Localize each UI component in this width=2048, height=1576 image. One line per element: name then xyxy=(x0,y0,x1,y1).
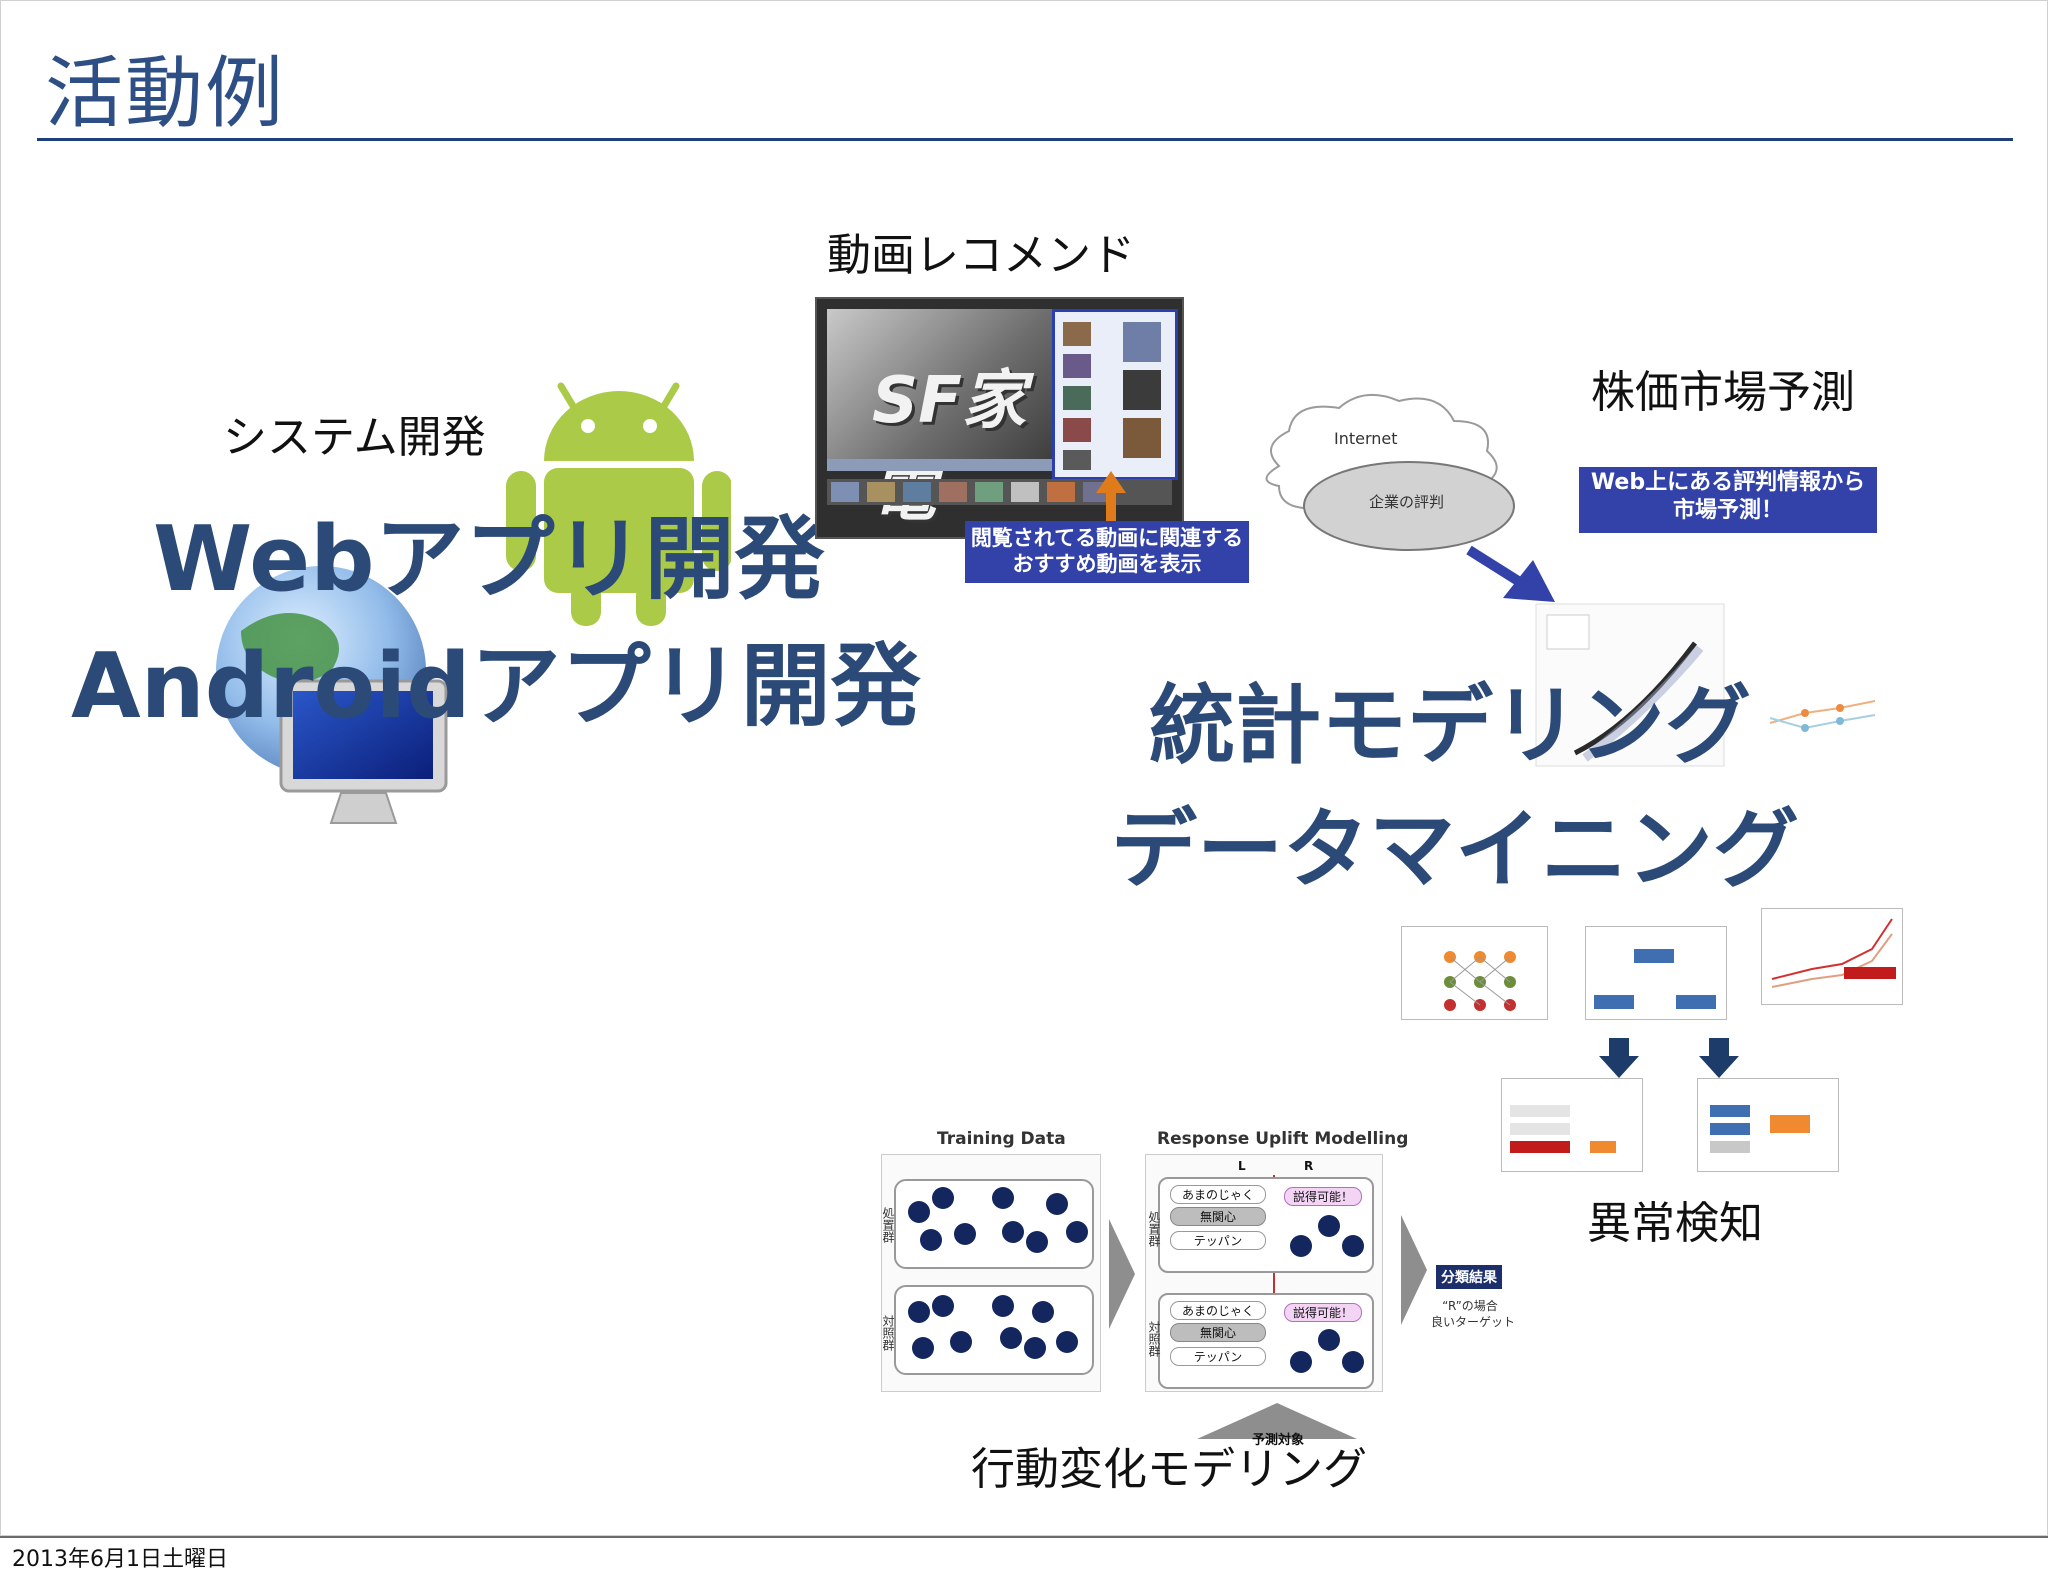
chip-amanojaku-control: あまのじゃく xyxy=(1170,1301,1266,1320)
column-l-label: L xyxy=(1238,1159,1246,1173)
slide: 活動例 xyxy=(0,0,2048,1536)
uplift-caption: 行動変化モデリング xyxy=(971,1444,1367,1495)
blue-arrow xyxy=(1466,546,1555,602)
orange-up-arrow xyxy=(1096,471,1126,533)
arrow-to-target xyxy=(1197,1403,1357,1439)
slide-title: 活動例 xyxy=(45,49,286,139)
control-group-box xyxy=(894,1285,1094,1375)
video-logo: SF家電 xyxy=(872,364,1026,530)
result-label: 分類結果 xyxy=(1436,1265,1502,1289)
chip-settoku: 説得可能！ xyxy=(1284,1187,1362,1206)
training-data-title: Training Data xyxy=(937,1129,1066,1149)
video-player: SF家電 xyxy=(827,309,1057,530)
training-treatment-label: 処置群 xyxy=(881,1207,895,1243)
anomaly-network-box xyxy=(1401,926,1548,1020)
response-treatment-box: あまのじゃく 無関心 テッパン 説得可能！ xyxy=(1158,1177,1374,1273)
stock-callout-line1: Web上にある評判情報から xyxy=(1590,470,1866,495)
cloud-label: Internet xyxy=(1334,429,1398,448)
training-data-panel: 処置群 対照群 xyxy=(881,1154,1101,1392)
anomaly-diagram xyxy=(1399,906,1909,1176)
treatment-group-box xyxy=(894,1179,1094,1269)
footer-divider xyxy=(0,1536,2048,1538)
reputation-label: 企業の評判 xyxy=(1369,493,1445,511)
video-screenshot: SF家電 xyxy=(815,297,1184,539)
chip-teppan: テッパン xyxy=(1170,1231,1266,1250)
statistical-modeling-heading: 統計モデリング xyxy=(1149,676,1751,776)
recommend-callout-line2: おすすめ動画を表示 xyxy=(1012,551,1202,577)
uplift-diagram: Training Data Response Uplift Modelling … xyxy=(881,1129,1521,1459)
response-control-box: あまのじゃく 無関心 テッパン 説得可能！ xyxy=(1158,1293,1374,1389)
globe-monitor-illustration xyxy=(216,566,448,824)
anomaly-cm-box xyxy=(1697,1078,1839,1172)
slide-date-footer: 2013年6月1日土曜日 xyxy=(12,1547,228,1572)
arrow-to-result xyxy=(1401,1215,1427,1325)
android-robot-icon xyxy=(506,382,731,626)
chip-mukanshin-control: 無関心 xyxy=(1170,1323,1266,1342)
result-note2: 良いターゲット xyxy=(1431,1315,1516,1329)
anomaly-graph-box xyxy=(1761,908,1903,1005)
system-caption: システム開発 xyxy=(223,412,486,463)
recommend-list xyxy=(1052,309,1178,480)
trend-chart-thumbnail xyxy=(1535,603,1876,767)
stock-callout-line2: 市場予測！ xyxy=(1672,497,1783,523)
result-note1: “R”の場合 xyxy=(1442,1299,1498,1313)
recommend-caption: 動画レコメンド xyxy=(827,230,1135,281)
response-panel: L R あまのじゃく 無関心 テッパン 説得可能！ あまのじゃく 無関心 テッパ… xyxy=(1145,1154,1383,1392)
stock-callout: Web上にある評判情報から 市場予測！ xyxy=(1579,467,1877,533)
column-r-label: R xyxy=(1304,1159,1314,1173)
video-controls xyxy=(827,459,1057,471)
chip-settoku-control: 説得可能！ xyxy=(1284,1303,1362,1322)
data-mining-heading: データマイニング xyxy=(1111,800,1799,900)
recommend-callout: 閲覧されてる動画に関連する おすすめ動画を表示 xyxy=(965,521,1249,583)
android-app-heading: Androidアプリ開発 xyxy=(71,634,921,739)
response-treatment-label: 処置群 xyxy=(1147,1211,1161,1247)
anomaly-caption: 異常検知 xyxy=(1587,1198,1763,1249)
chip-amanojaku: あまのじゃく xyxy=(1170,1185,1266,1204)
anomaly-traffic-box xyxy=(1501,1078,1643,1172)
chip-mukanshin: 無関心 xyxy=(1170,1207,1266,1226)
chip-teppan-control: テッパン xyxy=(1170,1347,1266,1366)
stock-caption: 株価市場予測 xyxy=(1591,367,1855,418)
response-title: Response Uplift Modelling xyxy=(1157,1129,1409,1149)
web-app-heading: Webアプリ開発 xyxy=(153,507,825,612)
lr-divider xyxy=(1273,1175,1275,1385)
anomaly-correlation-box xyxy=(1585,926,1727,1020)
target-label: 予測対象 xyxy=(1251,1433,1304,1448)
recommend-callout-line1: 閲覧されてる動画に関連する xyxy=(970,525,1244,550)
internet-cloud xyxy=(1265,393,1515,551)
title-rule xyxy=(37,138,2013,141)
response-control-label: 対照群 xyxy=(1147,1321,1161,1357)
arrow-to-response xyxy=(1109,1219,1135,1329)
training-control-label: 対照群 xyxy=(881,1315,895,1351)
